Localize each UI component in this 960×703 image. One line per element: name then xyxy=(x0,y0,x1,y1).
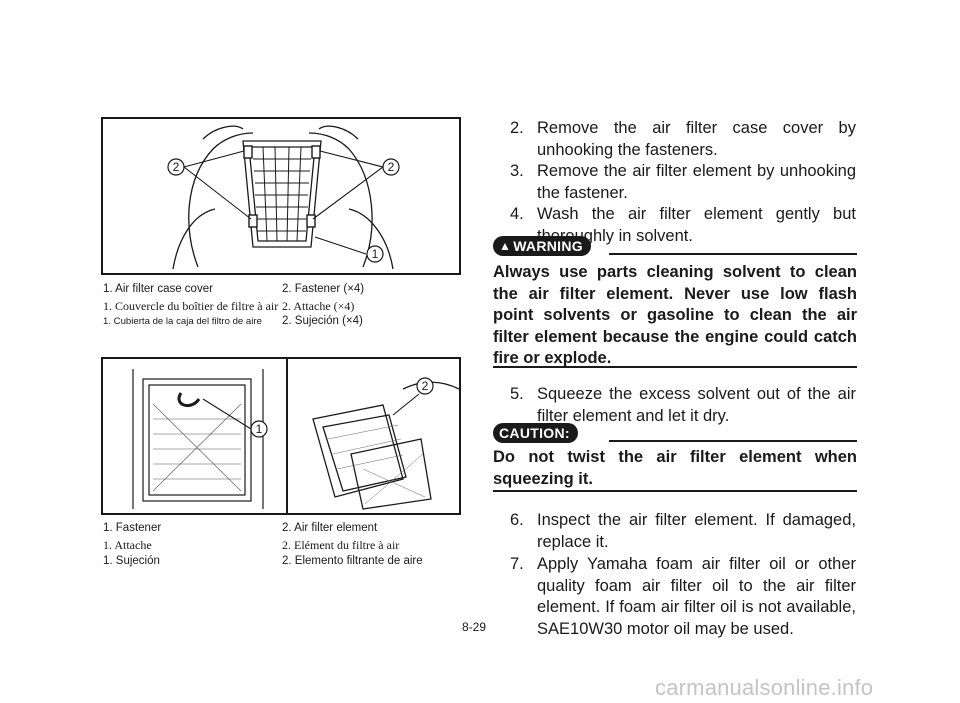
air-filter-element-illustration: 1 2 xyxy=(132,369,459,510)
caption-item-2: 2. Fastener (×4) xyxy=(282,283,365,295)
step-text: Squeeze the excess solvent out of the ai… xyxy=(537,385,856,425)
callout-2-left: 2 xyxy=(173,160,180,174)
caption-item-1: 1. Attache xyxy=(103,538,152,552)
callout-2-right: 2 xyxy=(388,160,395,174)
air-filter-cover-illustration: 2 2 1 xyxy=(167,125,400,270)
caution-bottom-rule xyxy=(493,490,857,492)
caption-item-1: 1. Fastener xyxy=(103,522,162,534)
callout-1: 1 xyxy=(256,422,263,436)
caption-item-1: 1. Air filter case cover xyxy=(103,283,213,295)
caution-text: Do not twist the air filter element when… xyxy=(493,448,857,488)
step-text: Remove the air filter case cover by unho… xyxy=(537,119,856,159)
callout-2: 2 xyxy=(422,379,429,393)
caption-item-2: 2. Attache (×4) xyxy=(282,299,355,313)
figure-divider xyxy=(286,359,288,513)
warning-header: ▲WARNING xyxy=(493,236,857,258)
step-6: 6. Inspect the air filter element. If da… xyxy=(510,510,856,553)
step-2: 2. Remove the air filter case cover by u… xyxy=(510,118,856,161)
caption-item-1: 1. Cubierta de la caja del filtro de air… xyxy=(103,316,262,327)
figure-air-filter-element: 1 2 xyxy=(101,357,461,515)
caution-header-rule xyxy=(609,440,857,442)
warning-header-rule xyxy=(609,253,857,255)
watermark: carmanualsonline.info xyxy=(655,675,874,700)
figure2-caption-es: 1. Sujeción 2. Elemento filtrante de air… xyxy=(103,555,463,571)
caution-header: CAUTION: xyxy=(493,423,857,445)
step-text: Remove the air filter element by unhooki… xyxy=(537,162,856,202)
figure-air-filter-case-cover: 2 2 1 xyxy=(101,117,461,275)
figure2-caption-fr: 1. Attache 2. Elément du filtre à air xyxy=(103,538,463,554)
caption-item-1: 1. Couvercle du boîtier de filtre à air xyxy=(103,299,279,313)
caption-item-2: 2. Elemento filtrante de aire xyxy=(282,555,423,567)
step-number: 2. xyxy=(510,119,524,137)
warning-bottom-rule xyxy=(493,366,857,368)
step-number: 4. xyxy=(510,205,524,223)
figure2-caption-en: 1. Fastener 2. Air filter element xyxy=(103,522,463,538)
warning-triangle-icon: ▲ xyxy=(499,239,512,253)
figure1-caption-en: 1. Air filter case cover 2. Fastener (×4… xyxy=(103,283,463,299)
step-3: 3. Remove the air filter element by unho… xyxy=(510,161,856,204)
warning-badge: ▲WARNING xyxy=(493,236,591,256)
step-text: Apply Yamaha foam air filter oil or othe… xyxy=(537,555,856,638)
step-number: 7. xyxy=(510,555,524,573)
step-text: Inspect the air filter element. If damag… xyxy=(537,511,856,551)
callout-1: 1 xyxy=(372,247,379,261)
step-7: 7. Apply Yamaha foam air filter oil or o… xyxy=(510,554,856,640)
figure1-caption-fr: 1. Couvercle du boîtier de filtre à air … xyxy=(103,299,463,315)
caution-badge: CAUTION: xyxy=(493,423,578,443)
step-number: 3. xyxy=(510,162,524,180)
step-number: 5. xyxy=(510,385,524,403)
page-number: 8-29 xyxy=(462,620,487,634)
step-number: 6. xyxy=(510,511,524,529)
warning-label: WARNING xyxy=(513,238,583,254)
caption-item-1: 1. Sujeción xyxy=(103,555,160,567)
warning-text: Always use parts cleaning solvent to cle… xyxy=(493,263,857,367)
caption-item-2: 2. Air filter element xyxy=(282,522,378,534)
figure1-caption-es: 1. Cubierta de la caja del filtro de air… xyxy=(103,315,463,331)
step-5: 5. Squeeze the excess solvent out of the… xyxy=(510,384,856,427)
caption-item-2: 2. Sujeción (×4) xyxy=(282,315,363,327)
caption-item-2: 2. Elément du filtre à air xyxy=(282,538,400,552)
